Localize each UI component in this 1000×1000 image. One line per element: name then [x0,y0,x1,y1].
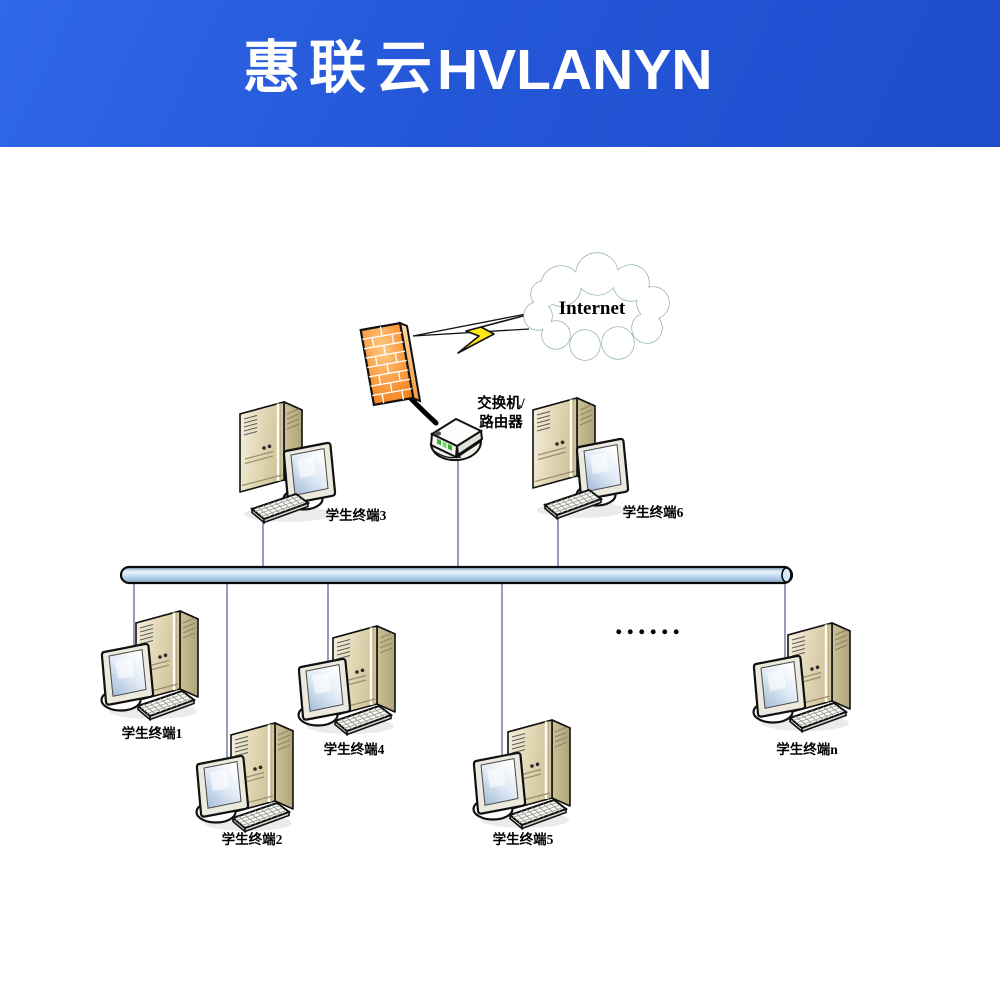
connector-lines [133,458,786,760]
terminal-6-label: 学生终端6 [622,505,684,520]
terminal-6-icon [533,398,628,519]
brand-logo: 惠联云 HVLANYN [243,36,713,102]
terminal-3-icon [240,402,335,523]
switch-router-icon [429,417,484,462]
logo-chinese-text: 惠联云 [243,36,441,100]
switch-label-line2: 路由器 [479,415,523,431]
switch-router-label: 交换机/ 路由器 [477,395,525,433]
logo-latin-text: HVLANYN [437,38,713,102]
terminal-1-icon [102,611,199,720]
internet-label: Internet [558,298,626,319]
terminal-3-label: 学生终端3 [325,508,387,523]
terminal-2-label: 学生终端2 [221,832,283,847]
terminal-4-icon [299,626,396,735]
terminal-5-icon [474,720,571,829]
firewall-icon [359,321,422,407]
internet-cloud [523,252,670,361]
more-terminals-ellipsis: ...... [615,608,684,641]
bus-bar [119,565,794,585]
header-banner: 惠联云 HVLANYN [0,0,1000,147]
switch-label-line1: 交换机/ [477,396,525,412]
terminal-4-label: 学生终端4 [323,742,385,757]
terminal-n-label: 学生终端n [776,742,838,757]
terminal-1-label: 学生终端1 [121,726,183,741]
terminal-n-icon [754,623,851,732]
terminal-2-icon [197,723,294,832]
bus-bar-end-cap [781,567,792,583]
terminal-5-label: 学生终端5 [492,832,554,847]
lightning-icon [457,315,524,354]
